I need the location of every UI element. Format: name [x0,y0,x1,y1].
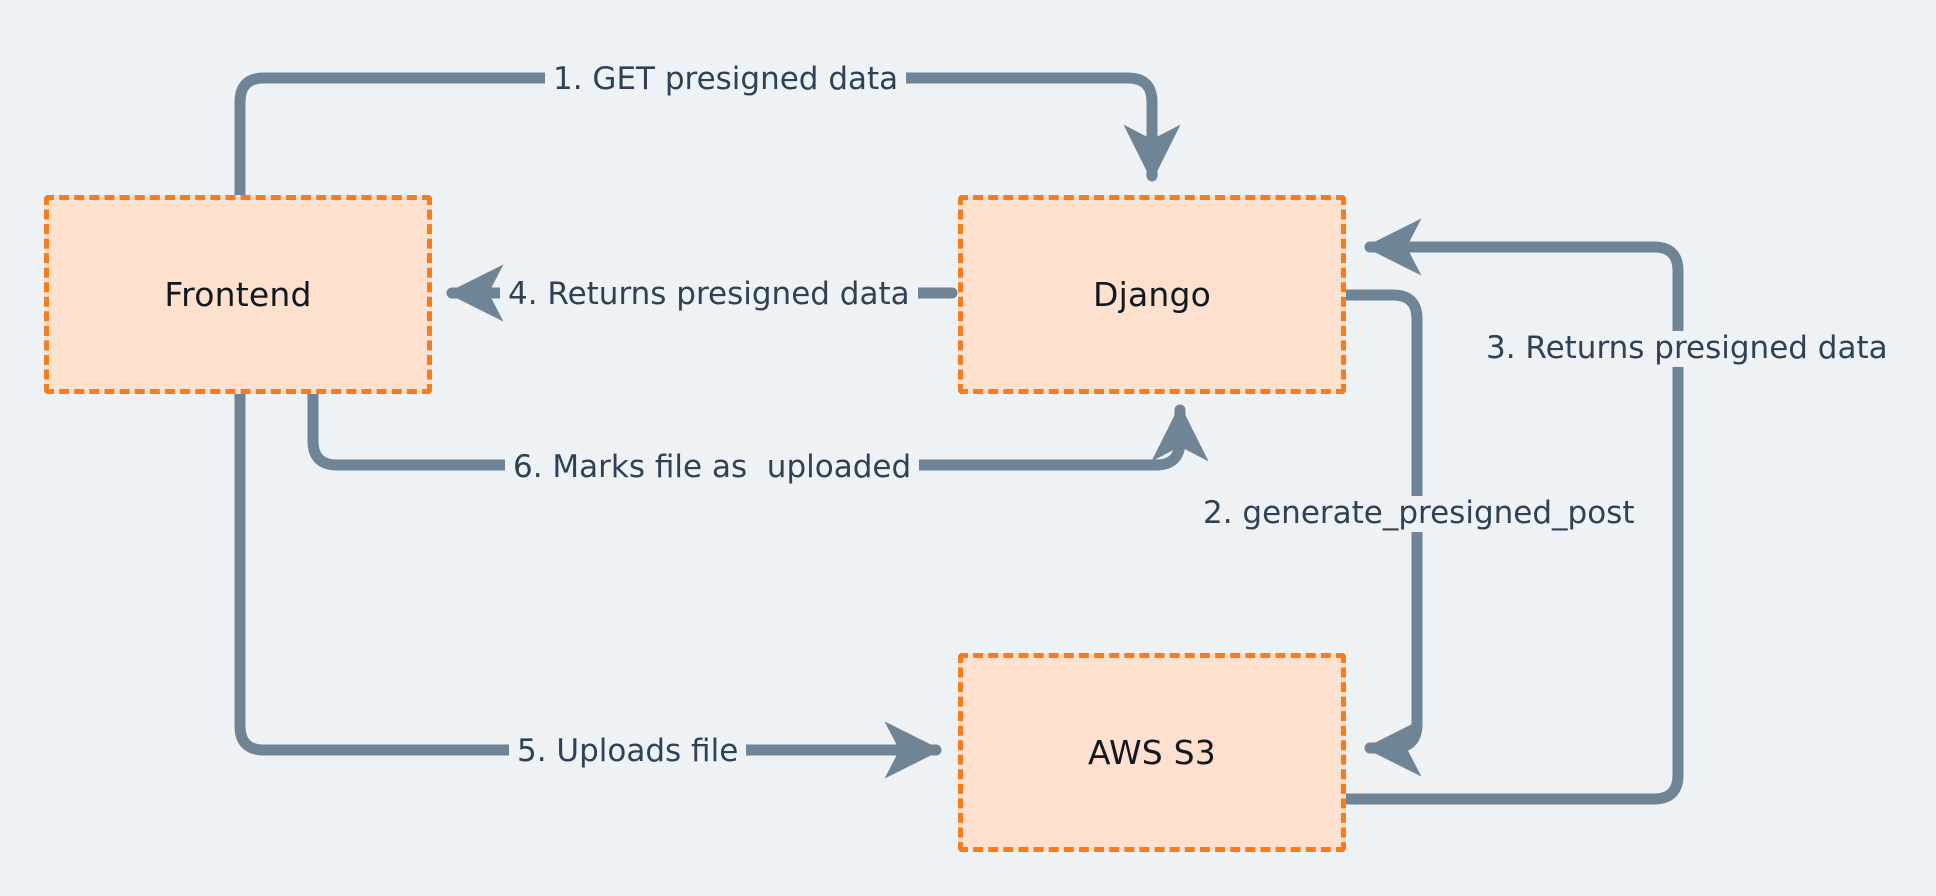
edge-path-5 [234,388,942,779]
node-django[interactable]: Django [958,195,1346,394]
node-frontend-label: Frontend [164,275,312,314]
edge-label-1: 1. GET presigned data [545,61,907,98]
edge-label-6: 6. Marks file as uploaded [505,449,920,486]
node-django-label: Django [1092,275,1212,314]
edge-label-2: 2. generate_presigned_post [1195,495,1643,532]
node-aws-s3[interactable]: AWS S3 [958,653,1346,852]
node-aws-s3-label: AWS S3 [1088,733,1216,772]
edge-path-3 [1341,218,1684,805]
edge-label-4: 4. Returns presigned data [500,276,918,313]
edge-label-3: 3. Returns presigned data [1478,330,1896,367]
edge-label-5: 5. Uploads file [509,733,747,770]
node-frontend[interactable]: Frontend [44,195,432,394]
